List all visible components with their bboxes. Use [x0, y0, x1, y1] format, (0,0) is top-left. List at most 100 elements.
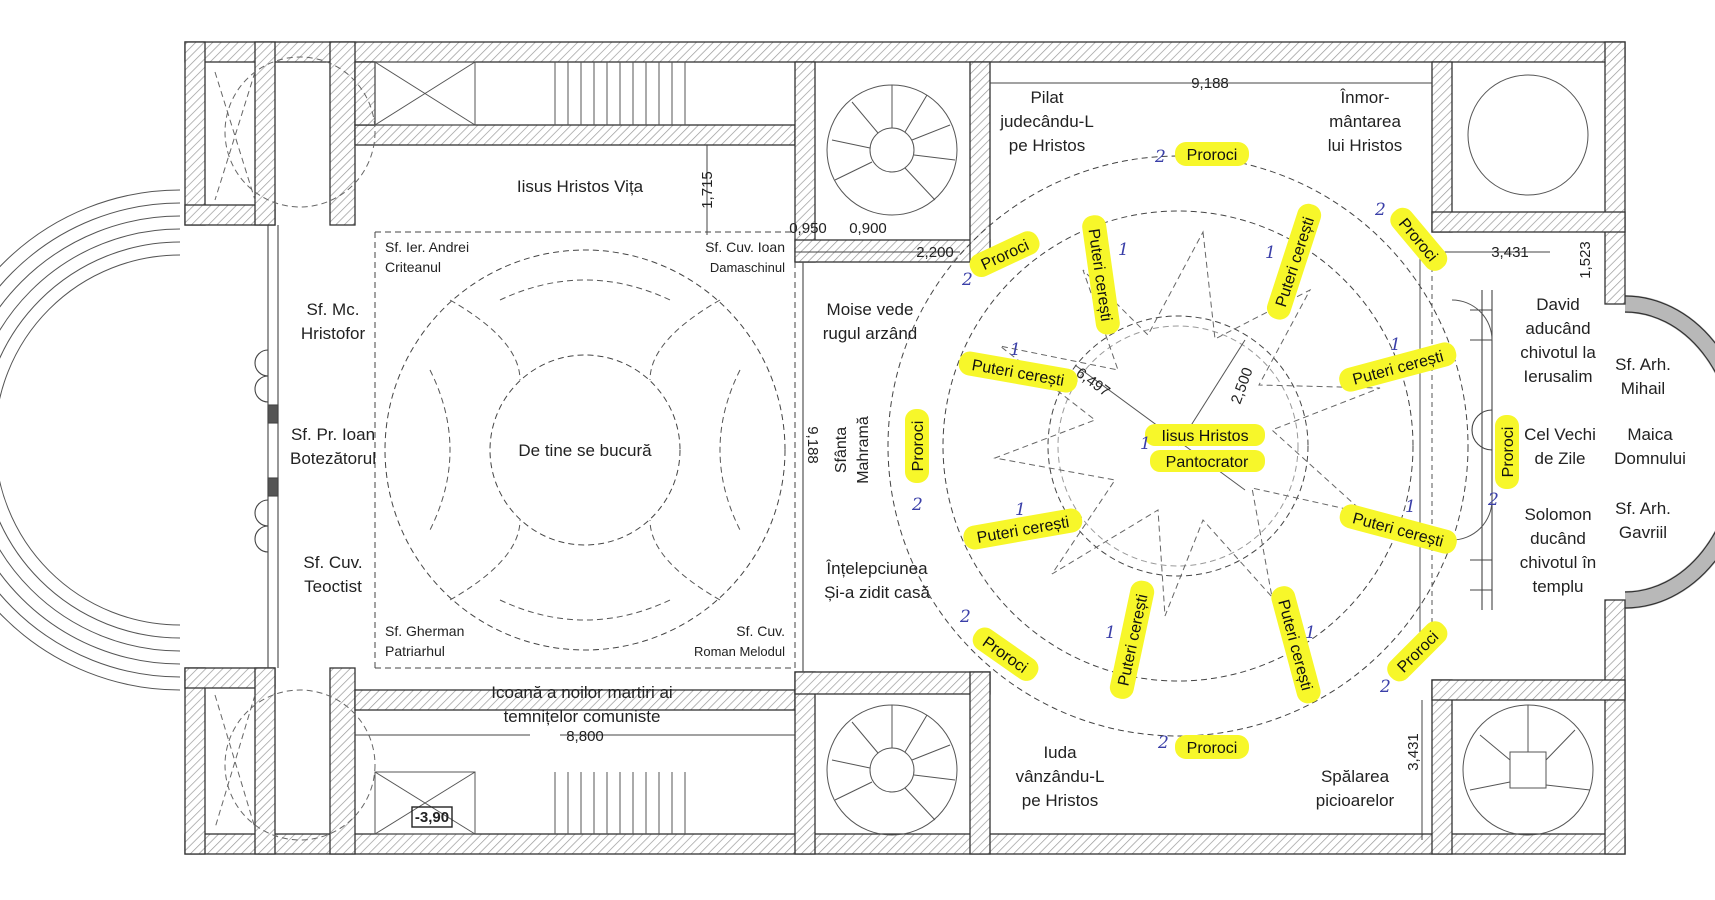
- dimension-lines: [355, 82, 1550, 840]
- label-inmormantarea-3: lui Hristos: [1328, 136, 1403, 155]
- dim-left-height: 1,715: [699, 171, 716, 209]
- label-solomon-2: ducând: [1530, 529, 1586, 548]
- label-mahrama-2: Mahramă: [855, 416, 872, 484]
- prophet-label: Proroci: [905, 409, 929, 483]
- label-vita: Iisus Hristos Vița: [517, 177, 644, 196]
- label-spalarea-2: picioarelor: [1316, 791, 1395, 810]
- prophet-number: 2: [1379, 677, 1391, 697]
- label-pilat-1: Pilat: [1030, 88, 1063, 107]
- label-botezatorul-1: Sf. Pr. Ioan: [291, 425, 375, 444]
- label-maica-2: Domnului: [1614, 449, 1686, 468]
- prophet-label-text: Proroci: [1187, 740, 1238, 757]
- nave-right-lines: [1419, 240, 1493, 650]
- angel-number: 1: [1305, 623, 1316, 643]
- dim-nave-height: 9,188: [804, 426, 821, 464]
- angel-number: 1: [1265, 243, 1276, 263]
- entrance-steps: [0, 189, 181, 691]
- label-roman-1: Sf. Cuv.: [736, 623, 785, 639]
- prophet-label: Proroci: [1495, 415, 1519, 489]
- prophet-number: 2: [1157, 733, 1169, 753]
- prophet-number: 2: [961, 270, 973, 290]
- label-david-2: aducând: [1525, 319, 1590, 338]
- dim-radius-inner: 2,500: [1228, 365, 1257, 406]
- label-andrei-2: Criteanul: [385, 259, 441, 275]
- dim-radius-outer: 6,497: [1073, 364, 1113, 400]
- prophet-number: 2: [1374, 200, 1386, 220]
- label-mihail-2: Mihail: [1621, 379, 1665, 398]
- label-solomon-4: templu: [1532, 577, 1583, 596]
- angel-label: Puteri cerești: [1339, 504, 1457, 554]
- prophet-number: 2: [911, 495, 923, 515]
- prophet-number: 2: [959, 607, 971, 627]
- angel-number: 1: [1015, 500, 1026, 520]
- angel-label: Puteri cerești: [1271, 586, 1321, 704]
- label-david-3: chivotul la: [1520, 343, 1596, 362]
- angel-number: 1: [1405, 497, 1416, 517]
- pantocrator-number: 1: [1140, 434, 1151, 454]
- label-gherman-2: Patriarhul: [385, 643, 445, 659]
- narthex-stairs: [374, 61, 686, 835]
- pantocrator-line-1: Iisus Hristos: [1161, 428, 1248, 445]
- left-tower-rooms: [214, 56, 376, 841]
- label-hristofor-2: Hristofor: [301, 324, 366, 343]
- label-intelepciunea-1: Înțelepciunea: [825, 559, 928, 578]
- prophet-label: Proroci: [1175, 735, 1249, 759]
- label-maica-1: Maica: [1627, 425, 1673, 444]
- dim-bottom-width: 8,800: [566, 728, 604, 745]
- iconostasis: [1470, 290, 1493, 610]
- label-teoctist-2: Teoctist: [304, 577, 362, 596]
- label-mahrama-1: Sfânta: [833, 427, 850, 473]
- prophet-label-text: Proroci: [1500, 427, 1517, 478]
- label-iuda-1: Iuda: [1043, 743, 1077, 762]
- apse: [1624, 295, 1715, 609]
- spiral-staircases: [826, 74, 1594, 836]
- label-david-1: David: [1536, 295, 1579, 314]
- label-inmormantarea-1: Înmor-: [1339, 88, 1389, 107]
- angel-number: 1: [1390, 335, 1401, 355]
- label-solomon-3: chivotul în: [1520, 553, 1597, 572]
- prophet-label: Proroci: [1387, 621, 1448, 682]
- label-teoctist-1: Sf. Cuv.: [303, 553, 362, 572]
- label-iuda-2: vânzându-L: [1016, 767, 1105, 786]
- label-gavriil-1: Sf. Arh.: [1615, 499, 1671, 518]
- angel-number: 1: [1105, 623, 1116, 643]
- label-martiri-2: temnițelor comuniste: [504, 707, 661, 726]
- label-ioan-dam-2: Damaschinul: [710, 260, 785, 275]
- narthex-petals: [429, 279, 741, 621]
- level-mark: -3,90: [415, 809, 449, 826]
- prophet-label: Proroci: [1175, 142, 1249, 166]
- label-iuda-3: pe Hristos: [1022, 791, 1099, 810]
- angel-number: 1: [1118, 240, 1129, 260]
- label-moise-2: rugul arzând: [823, 324, 918, 343]
- label-hristofor-1: Sf. Mc.: [307, 300, 360, 319]
- label-solomon-1: Solomon: [1524, 505, 1591, 524]
- label-roman-2: Roman Melodul: [694, 644, 785, 659]
- dim-0950: 0,950: [789, 220, 827, 237]
- dim-right-side: 1,523: [1577, 241, 1594, 279]
- label-andrei-1: Sf. Ier. Andrei: [385, 239, 469, 255]
- label-ioan-dam-1: Sf. Cuv. Ioan: [705, 239, 785, 255]
- outer-walls: [184, 41, 1626, 855]
- label-gavriil-2: Gavriil: [1619, 523, 1667, 542]
- pantocrator-line-2: Pantocrator: [1166, 454, 1249, 471]
- label-gherman-1: Sf. Gherman: [385, 623, 464, 639]
- label-pilat-2: judecându-L: [999, 112, 1094, 131]
- narthex-frame: [374, 231, 796, 669]
- label-botezatorul-2: Botezătorul: [290, 449, 376, 468]
- dim-top-width: 9,188: [1191, 75, 1229, 92]
- label-moise-1: Moise vede: [827, 300, 914, 319]
- label-intelepciunea-2: Și-a zidit casă: [824, 583, 930, 602]
- label-pilat-3: pe Hristos: [1009, 136, 1086, 155]
- dim-0900: 0,900: [849, 220, 887, 237]
- prophet-number: 2: [1154, 147, 1166, 167]
- angel-number: 1: [1010, 340, 1021, 360]
- label-martiri-1: Icoană a noilor martiri ai: [491, 683, 672, 702]
- prophet-number: 2: [1487, 490, 1499, 510]
- label-david-4: Ierusalim: [1524, 367, 1593, 386]
- entrance-wall: [254, 225, 279, 668]
- label-dome-narthex: De tine se bucură: [518, 441, 652, 460]
- prophet-label-text: Proroci: [1187, 147, 1238, 164]
- nave-dome: [887, 155, 1469, 737]
- label-inmormantarea-2: mântarea: [1329, 112, 1401, 131]
